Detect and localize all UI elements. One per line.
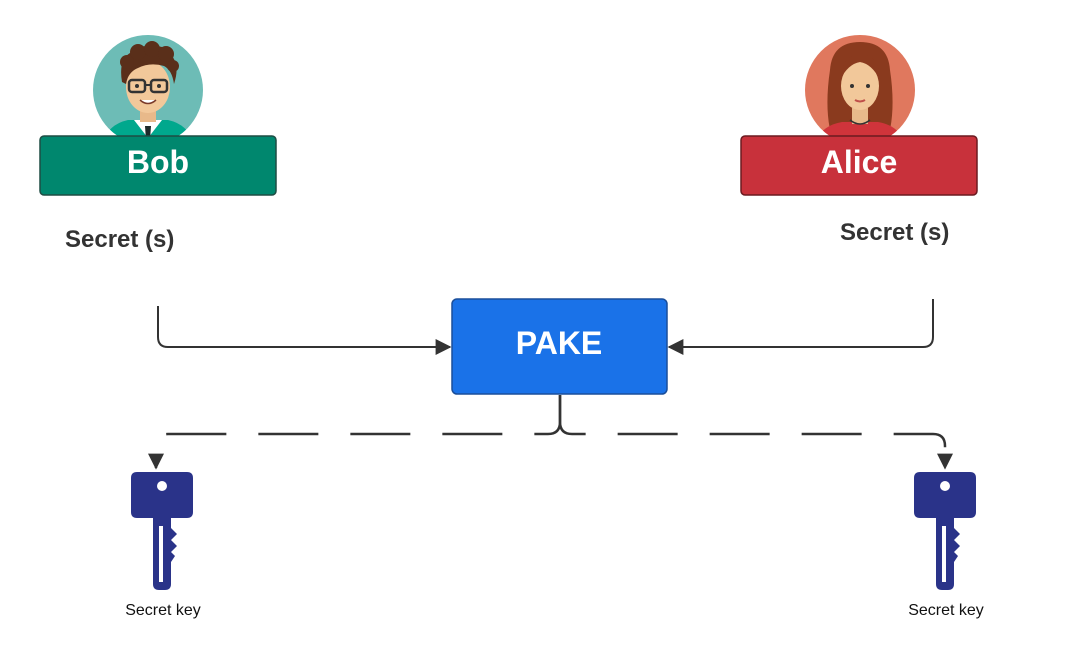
alice-secret-label: Secret (s) xyxy=(840,219,949,246)
bob-box xyxy=(39,135,277,196)
alice-to-pake-arrow xyxy=(667,299,934,355)
alice-node: Alice xyxy=(740,135,978,196)
bob-label: Bob xyxy=(127,144,189,180)
pake-box xyxy=(451,298,668,395)
pake-to-alice-key-arrow xyxy=(558,395,953,470)
right-key-label: Secret key xyxy=(908,602,984,619)
alice-box xyxy=(740,135,978,196)
pake-to-bob-key-arrow xyxy=(148,395,562,470)
bob-secret-label: Secret (s) xyxy=(65,226,174,253)
key-icon xyxy=(914,472,976,590)
alice-avatar-icon xyxy=(805,35,915,145)
bob-node: Bob xyxy=(39,135,277,196)
bob-to-pake-arrow xyxy=(157,306,452,355)
bob-avatar-icon xyxy=(93,35,203,145)
key-icon xyxy=(131,472,193,590)
pake-label: PAKE xyxy=(516,325,603,361)
pake-node: PAKE xyxy=(451,298,668,395)
left-key-label: Secret key xyxy=(125,602,201,619)
alice-label: Alice xyxy=(821,144,897,180)
